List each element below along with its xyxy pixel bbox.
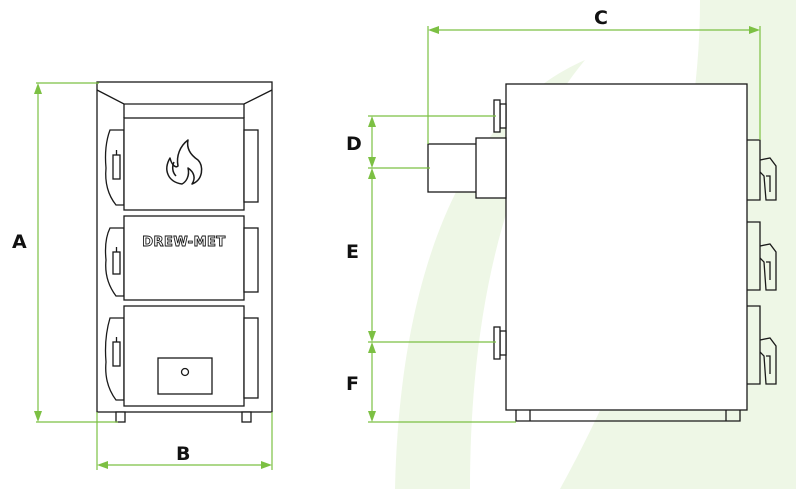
- dimension-f: [368, 341, 516, 423]
- side-handle-upper: [747, 139, 777, 201]
- dimension-label-f: F: [346, 373, 359, 395]
- dimension-label-a: A: [12, 231, 27, 253]
- front-view: [96, 81, 273, 423]
- lower-door: [104, 305, 259, 407]
- dimension-label-e: E: [346, 241, 359, 263]
- front-right-foot: [241, 411, 252, 423]
- side-handle-lower: [747, 305, 777, 385]
- dimension-label-b: B: [176, 443, 190, 465]
- flue-outlet: [427, 143, 479, 193]
- side-view: [427, 83, 777, 422]
- dimension-d: [368, 115, 496, 168]
- brand-label: DREW-MET: [142, 235, 226, 250]
- side-handle-middle: [747, 221, 777, 291]
- return-connection: [493, 326, 507, 360]
- dimension-a: [34, 82, 118, 423]
- front-left-foot: [115, 411, 126, 423]
- dimension-b: [96, 412, 273, 470]
- dimension-c: [427, 26, 761, 144]
- dimension-label-d: D: [346, 133, 362, 155]
- flame-icon: [166, 139, 203, 185]
- dimension-e: [368, 167, 430, 342]
- upper-door: [104, 117, 259, 211]
- middle-door: [104, 215, 259, 301]
- boiler-top-cap: [96, 89, 273, 105]
- boiler-side-body: [505, 83, 748, 411]
- side-base: [515, 410, 741, 422]
- dimension-lines: [34, 26, 761, 470]
- dimension-label-c: C: [594, 7, 608, 29]
